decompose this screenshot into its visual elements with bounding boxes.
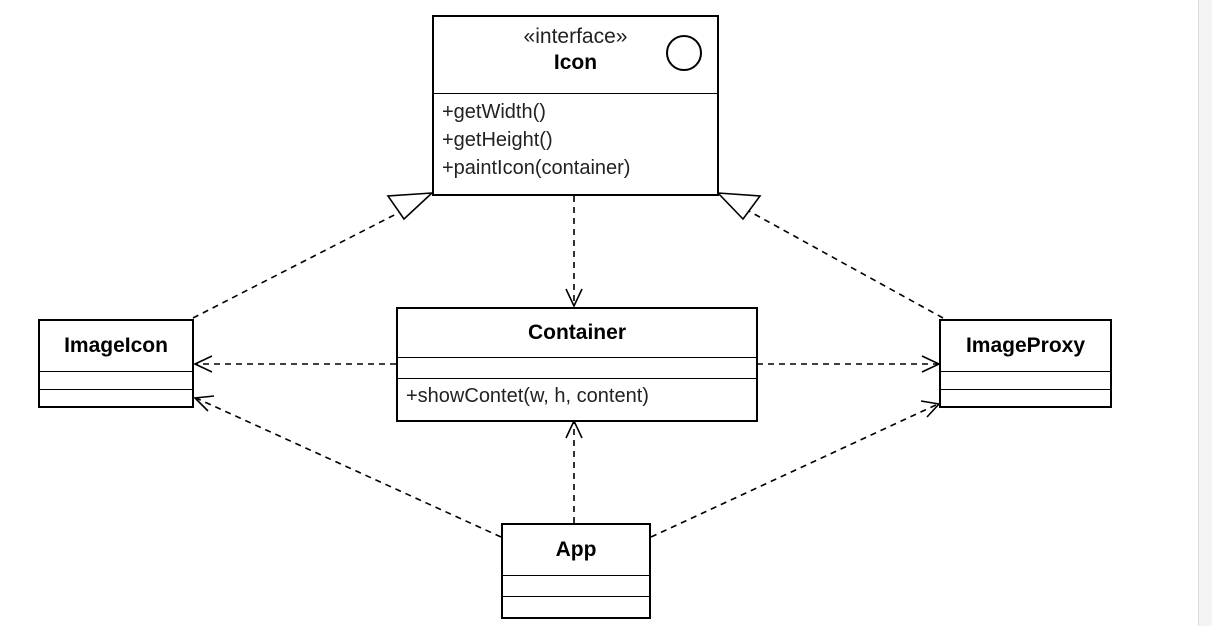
operation-item: +getWidth()	[442, 101, 546, 123]
operations-section: +getWidth() +getHeight() +paintIcon(cont…	[434, 93, 717, 186]
dependency-icon-to-container	[565, 196, 583, 308]
class-name: Icon	[553, 51, 598, 74]
realization-imageicon-to-icon	[192, 192, 435, 319]
class-name: Container	[527, 321, 626, 344]
operations-section: +showContet(w, h, content)	[398, 378, 756, 414]
class-container: Container +showContet(w, h, content)	[396, 307, 758, 422]
interface-circle-icon	[666, 35, 702, 71]
attributes-section	[40, 371, 192, 389]
attributes-section	[941, 371, 1110, 389]
operation-item: +paintIcon(container)	[442, 157, 631, 179]
class-imageicon: ImageIcon	[38, 319, 194, 408]
dependency-app-to-imageicon	[193, 395, 502, 538]
class-name: ImageProxy	[965, 334, 1086, 357]
dependency-container-to-imageproxy	[757, 355, 941, 373]
operations-section	[941, 389, 1110, 407]
class-header: «interface» Icon	[434, 17, 717, 93]
operation-item: +getHeight()	[442, 129, 553, 151]
scrollbar-track[interactable]	[1198, 0, 1212, 626]
operations-section	[503, 596, 649, 617]
attributes-section	[503, 575, 649, 596]
class-name: App	[555, 538, 597, 561]
dependency-container-to-imageicon	[193, 355, 396, 373]
attributes-section	[398, 357, 756, 378]
realization-imageproxy-to-icon	[715, 192, 944, 319]
class-imageproxy: ImageProxy	[939, 319, 1112, 408]
class-name: ImageIcon	[64, 334, 168, 357]
stereotype-label: «interface»	[523, 25, 628, 48]
class-icon-interface: «interface» Icon +getWidth() +getHeight(…	[432, 15, 719, 196]
operations-section	[40, 389, 192, 407]
class-app: App	[501, 523, 651, 619]
operation-item: +showContet(w, h, content)	[406, 385, 649, 407]
dependency-app-to-container	[565, 419, 583, 523]
